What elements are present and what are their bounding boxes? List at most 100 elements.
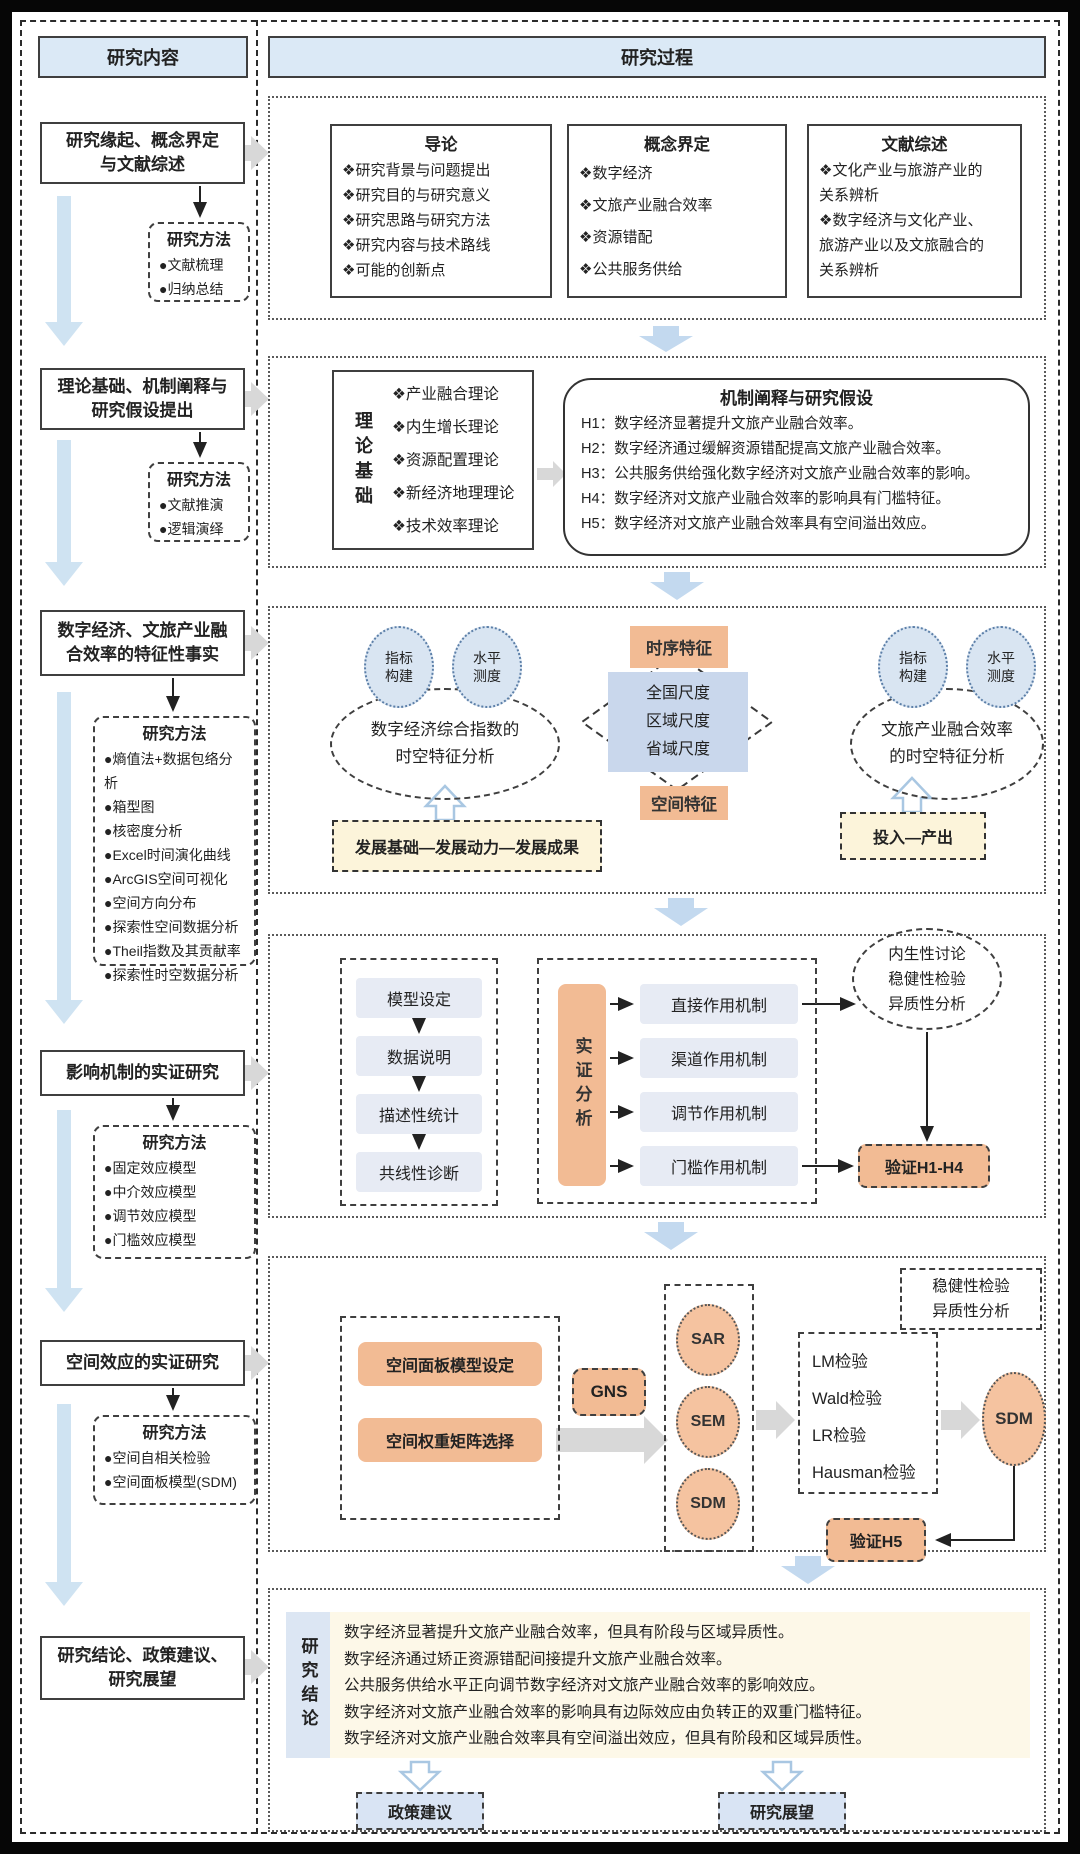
method-item: ●熵值法+数据包络分析	[104, 751, 233, 791]
stage1-box: 研究缘起、概念界定 与文献综述	[40, 122, 245, 184]
method-item: ●Excel时间演化曲线	[104, 847, 231, 863]
method-item: ●门槛效应模型	[104, 1232, 197, 1248]
conclusions-vertical-label: 研究结论	[286, 1612, 330, 1758]
hypothesis-line: H1：数字经济显著提升文旅产业融合效率。	[581, 416, 863, 432]
grey-arrow	[556, 1416, 668, 1464]
grey-arrow	[231, 1056, 269, 1090]
sem-circle: SEM	[676, 1386, 740, 1458]
intro-item: ❖可能的创新点	[342, 262, 446, 279]
sdm-selected-circle: SDM	[982, 1372, 1046, 1466]
tests-box: LM检验 Wald检验 LR检验 Hausman检验	[798, 1332, 938, 1494]
sdm-selected-label: SDM	[995, 1409, 1033, 1428]
indicator-circle-label: 指标 构建	[385, 650, 413, 684]
gns-label: GNS	[590, 1382, 628, 1401]
review-title: 文献综述	[881, 136, 948, 154]
policy-suggestions-box: 政策建议	[356, 1792, 484, 1830]
stage3-box: 数字经济、文旅产业融 合效率的特征性事实	[40, 610, 245, 676]
conclusions-box: 数字经济显著提升文旅产业融合效率，但具有阶段与区域异质性。 数字经济通过矫正资源…	[330, 1612, 1030, 1758]
methods4-title: 研究方法	[142, 1135, 207, 1152]
method-item: ●空间方向分布	[104, 895, 197, 911]
model-steps-frame	[340, 958, 498, 1206]
theory-item: ❖产业融合理论	[392, 386, 499, 403]
mechanism-threshold: 门槛作用机制	[640, 1146, 798, 1186]
space-feature-label: 空间特征	[651, 796, 717, 814]
scales-label: 全国尺度 区域尺度 省域尺度	[645, 685, 710, 758]
concept-item: ❖公共服务供给	[579, 261, 683, 278]
grey-arrow	[231, 626, 269, 660]
conclusion-line: 数字经济显著提升文旅产业融合效率，但具有阶段与区域异质性。	[344, 1624, 794, 1641]
section2-container	[268, 356, 1046, 568]
conclusions-label-text: 研究结论	[298, 1637, 318, 1733]
level-circle-label: 水平 测度	[473, 650, 501, 684]
section5-container	[268, 1256, 1046, 1552]
time-feature-label: 时序特征	[646, 640, 712, 658]
test-line: Wald检验	[812, 1390, 882, 1408]
mechanism-moderation: 调节作用机制	[640, 1092, 798, 1132]
review-box: 文献综述 ❖文化产业与旅游产业的 关系辨析 ❖数字经济与文化产业、 旅游产业以及…	[807, 124, 1022, 298]
hypotheses-title: 机制阐释与研究假设	[720, 389, 873, 408]
indicator-circle: 指标 构建	[364, 626, 434, 708]
indicator-circle: 指标 构建	[878, 626, 948, 708]
sdm-circle: SDM	[676, 1468, 740, 1540]
stage3-title: 数字经济、文旅产业融 合效率的特征性事实	[57, 621, 228, 664]
step-collinearity: 共线性诊断	[356, 1152, 482, 1192]
hypothesis-line: H3：公共服务供给强化数字经济对文旅产业融合效率的影响。	[581, 466, 980, 482]
input-output-box: 投入—产出	[840, 812, 986, 860]
mechanism-label: 门槛作用机制	[670, 1160, 767, 1177]
digital-index-label: 数字经济综合指数的 时空特征分析	[370, 721, 520, 766]
robustness-checks-label: 内生性讨论 稳健性检验 异质性分析	[888, 945, 966, 1013]
verify-h5-box: 验证H5	[826, 1518, 926, 1562]
digital-index-ellipse: 数字经济综合指数的 时空特征分析	[330, 688, 560, 800]
test-line: LM检验	[812, 1353, 868, 1371]
section4-container	[268, 934, 1046, 1218]
method-item: ●核密度分析	[104, 823, 183, 839]
intro-item: ❖研究内容与技术路线	[342, 237, 491, 254]
method-item: ●文献梳理	[159, 257, 224, 273]
concept-item: ❖数字经济	[579, 165, 653, 182]
stage1-title: 研究缘起、概念界定 与文献综述	[66, 131, 219, 174]
method-item: ●逻辑演绎	[159, 521, 224, 537]
method-item: ●空间自相关检验	[104, 1450, 211, 1466]
method-item: ●空间面板模型(SDM)	[104, 1474, 237, 1490]
indicator-circle-label: 指标 构建	[899, 650, 927, 684]
hypothesis-line: H2：数字经济通过缓解资源错配提高文旅产业融合效率。	[581, 441, 950, 457]
grey-arrow	[231, 136, 269, 170]
policy-suggestions-label: 政策建议	[387, 1805, 452, 1822]
empirical-analysis-text: 实证分析	[572, 1037, 592, 1133]
input-output-label: 投入—产出	[872, 830, 953, 847]
header-content-label: 研究内容	[107, 48, 179, 68]
method-item: ●归纳总结	[159, 281, 224, 297]
intro-title: 导论	[424, 136, 458, 154]
chevron-arrow	[781, 1556, 835, 1584]
mechanism-label: 直接作用机制	[670, 998, 767, 1015]
test-line: Hausman检验	[812, 1464, 916, 1482]
theory-item: ❖内生增长理论	[392, 419, 499, 436]
sdm-label: SDM	[690, 1495, 726, 1512]
methods2-title: 研究方法	[166, 472, 231, 489]
intro-item: ❖研究目的与研究意义	[342, 187, 491, 204]
grey-arrow	[231, 1346, 269, 1380]
robustness-checks-ellipse: 内生性讨论 稳健性检验 异质性分析	[852, 928, 1002, 1030]
sar-circle: SAR	[676, 1304, 740, 1376]
section3-container	[268, 606, 1046, 894]
stage4-box: 影响机制的实证研究	[40, 1050, 245, 1096]
spatial-panel-setting-label: 空间面板模型设定	[385, 1358, 514, 1375]
stage2-box: 理论基础、机制阐释与 研究假设提出	[40, 368, 245, 430]
elbow-arrow	[935, 1466, 1015, 1547]
chevron-arrow	[639, 326, 693, 352]
method-item: ●中介效应模型	[104, 1184, 197, 1200]
level-circle-label: 水平 测度	[987, 650, 1015, 684]
step-label: 模型设定	[386, 992, 451, 1009]
hypothesis-line: H5：数字经济对文旅产业融合效率具有空间溢出效应。	[581, 516, 936, 532]
sar-label: SAR	[691, 1331, 725, 1348]
tourism-efficiency-label: 文旅产业融合效率 的时空特征分析	[881, 721, 1013, 766]
robustness-heterogeneity-label: 稳健性检验 异质性分析	[932, 1278, 1010, 1320]
stage6-box: 研究结论、政策建议、 研究展望	[40, 1636, 245, 1700]
conclusion-line: 公共服务供给水平正向调节数字经济对文旅产业融合效率的影响效应。	[344, 1677, 825, 1694]
stage5-title: 空间效应的实证研究	[66, 1353, 219, 1372]
header-research-process: 研究过程	[268, 36, 1046, 78]
theory-item: ❖新经济地理理论	[392, 485, 515, 502]
mechanism-direct: 直接作用机制	[640, 984, 798, 1024]
test-line: LR检验	[812, 1427, 867, 1445]
